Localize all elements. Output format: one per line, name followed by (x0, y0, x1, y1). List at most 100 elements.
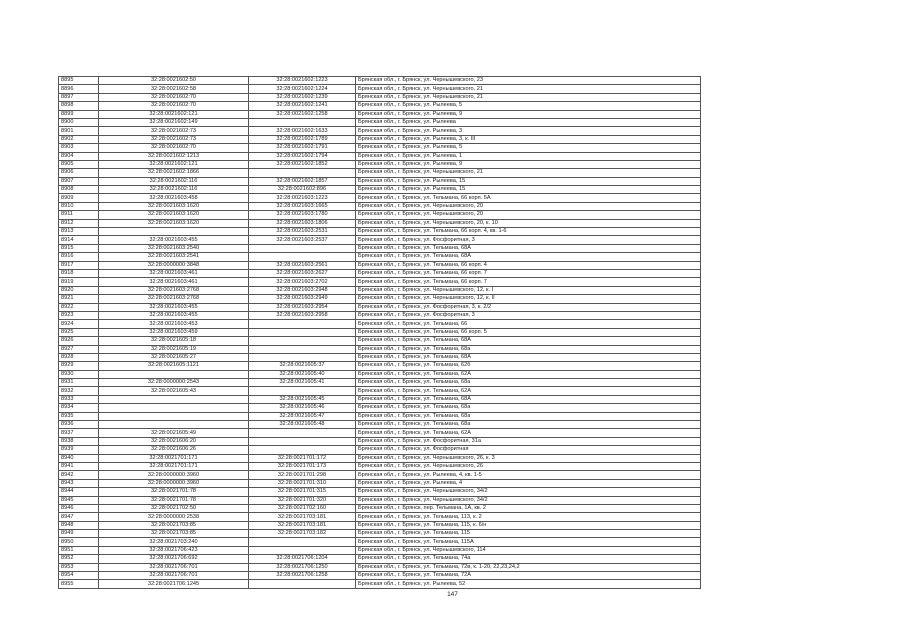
parcel-cadastral-cell: 32:28:0021706:423 (98, 545, 249, 556)
row-number-cell: 8948 (58, 520, 99, 531)
object-cadastral-cell: 32:28:0021703:182 (248, 529, 356, 539)
row-number-cell: 8904 (58, 151, 99, 161)
parcel-cadastral-cell: 32:28:0021602:70 (98, 92, 249, 103)
object-cadastral-cell: 32:28:0021703:181 (248, 512, 356, 522)
row-number-cell: 8912 (58, 218, 99, 229)
address-cell: Брянская обл., г. Брянск, ул. Рылеева, 1 (355, 151, 701, 161)
row-number-cell: 8934 (58, 403, 99, 413)
object-cadastral-cell: 32:28:0021605:47 (248, 411, 356, 422)
parcel-cadastral-cell: 32:28:0021605:27 (98, 352, 249, 363)
parcel-cadastral-cell: 32:28:0021605:1121 (98, 361, 249, 371)
object-cadastral-cell: 32:28:0021701:320 (248, 495, 356, 505)
row-number-cell: 8895 (58, 75, 99, 86)
object-cadastral-cell: 32:28:0021701:172 (248, 453, 356, 463)
address-cell: Брянская обл., г. Брянск, ул. Тельмана, … (355, 419, 701, 430)
address-cell: Брянская обл., г. Брянск, ул. Тельмана, … (355, 327, 701, 338)
address-cell: Брянская обл., г. Брянск, ул. Тельмана, … (355, 361, 701, 371)
object-cadastral-cell (248, 243, 356, 254)
object-cadastral-cell: 32:28:0021603:2537 (248, 235, 356, 245)
object-cadastral-cell: 32:28:0021602:1633 (248, 126, 356, 136)
parcel-cadastral-cell: 32:28:0000000:3960 (98, 478, 249, 489)
address-cell: Брянская обл., г. Брянск, ул. Рылеева, 3 (355, 126, 701, 136)
row-number-cell: 8901 (58, 126, 99, 136)
object-cadastral-cell: 32:28:0021602:1239 (248, 92, 356, 103)
parcel-cadastral-cell: 32:28:0021703:85 (98, 520, 249, 531)
object-cadastral-cell (248, 117, 356, 128)
parcel-cadastral-cell: 32:28:0021605:19 (98, 344, 249, 354)
parcel-cadastral-cell: 32:28:0021603:1620 (98, 210, 249, 220)
object-cadastral-cell: 32:28:0021703:181 (248, 520, 356, 531)
address-cell: Брянская обл., г. Брянск, ул. Тельмана, … (355, 378, 701, 388)
address-cell: Брянская обл., г. Брянск, ул. Рылеева, 1… (355, 176, 701, 187)
parcel-cadastral-cell: 32:28:0021602:73 (98, 134, 249, 145)
row-number-cell: 8925 (58, 327, 99, 338)
row-number-cell: 8942 (58, 470, 99, 480)
row-number-cell: 8915 (58, 243, 99, 254)
row-number-cell: 8951 (58, 545, 99, 556)
parcel-cadastral-cell: 32:28:0000000:3848 (98, 260, 249, 271)
address-cell: Брянская обл., г. Брянск, ул. Тельмана, … (355, 336, 701, 346)
address-cell: Брянская обл., г. Брянск, ул. Тельмана, … (355, 386, 701, 396)
row-number-cell: 8944 (58, 487, 99, 497)
parcel-cadastral-cell: 32:28:0000000:3960 (98, 470, 249, 480)
row-number-cell: 8913 (58, 227, 99, 237)
parcel-cadastral-cell: 32:28:0021603:455 (98, 302, 249, 312)
parcel-cadastral-cell: 32:28:0021701:78 (98, 495, 249, 505)
address-cell: Брянская обл., г. Брянск, ул. Рылеева, 5 (355, 101, 701, 111)
parcel-cadastral-cell (98, 419, 249, 430)
object-cadastral-cell (248, 352, 356, 363)
parcel-cadastral-cell: 32:28:0021701:171 (98, 461, 249, 472)
object-cadastral-cell: 32:28:0021602:1258 (248, 109, 356, 119)
row-number-cell: 8906 (58, 168, 99, 178)
object-cadastral-cell: 32:28:0021603:2949 (248, 294, 356, 304)
parcel-cadastral-cell (98, 369, 249, 380)
address-cell: Брянская обл., г. Брянск, ул. Фосфоритна… (355, 445, 701, 455)
object-cadastral-cell (248, 386, 356, 396)
address-cell: Брянская обл., г. Брянск, ул. Тельмана, … (355, 268, 701, 279)
parcel-cadastral-cell: 32:28:0000000:2538 (98, 512, 249, 522)
row-number-cell: 8928 (58, 352, 99, 363)
object-cadastral-cell: 32:28:0021605:37 (248, 361, 356, 371)
row-number-cell: 8941 (58, 461, 99, 472)
address-cell: Брянская обл., г. Брянск, ул. Тельмана, … (355, 554, 701, 564)
object-cadastral-cell (248, 428, 356, 438)
parcel-cadastral-cell: 32:28:0021701:78 (98, 487, 249, 497)
row-number-cell: 8933 (58, 394, 99, 405)
address-cell: Брянская обл., г. Брянск, ул. Тельмана, … (355, 512, 701, 522)
row-number-cell: 8910 (58, 201, 99, 212)
parcel-cadastral-cell: 32:28:0021706:701 (98, 562, 249, 573)
object-cadastral-cell: 32:28:0021603:2958 (248, 310, 356, 321)
parcel-cadastral-cell: 32:28:0021602:121 (98, 159, 249, 170)
parcel-cadastral-cell: 32:28:0021706:1245 (98, 579, 249, 589)
address-cell: Брянская обл., г. Брянск, ул. Тельмана, … (355, 571, 701, 581)
parcel-cadastral-cell: 32:28:0021603:2541 (98, 252, 249, 262)
object-cadastral-cell: 32:28:0021605:41 (248, 378, 356, 388)
object-cadastral-cell (248, 579, 356, 589)
address-cell: Брянская обл., г. Брянск, ул. Чернышевск… (355, 294, 701, 304)
parcel-cadastral-cell: 32:28:0021603:2540 (98, 243, 249, 254)
parcel-cadastral-cell: 32:28:0021602:70 (98, 143, 249, 153)
